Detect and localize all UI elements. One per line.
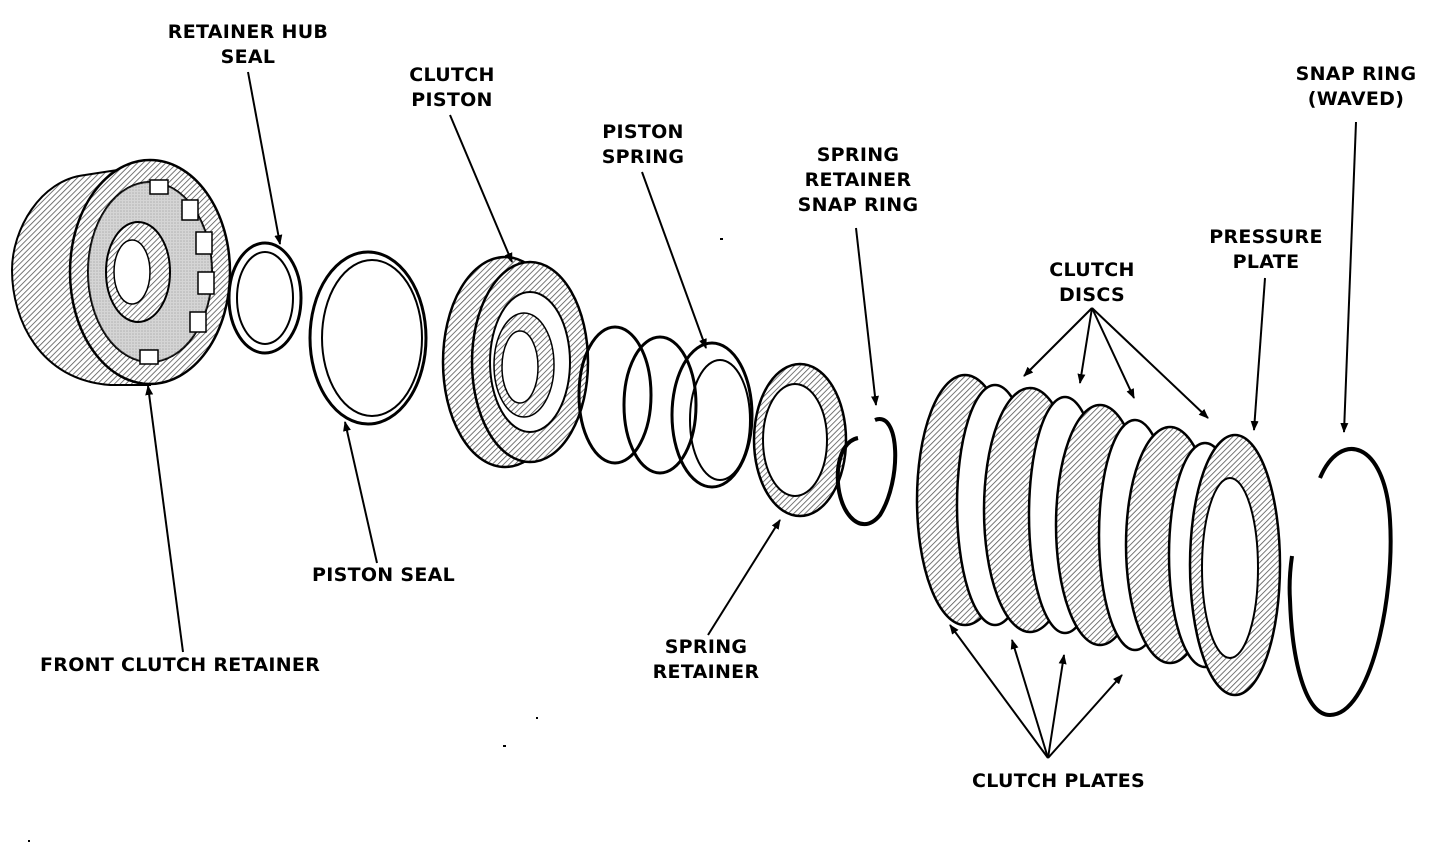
label-front-clutch-retainer: FRONT CLUTCH RETAINER (40, 654, 321, 676)
label-snap-ring-waved-line2: (WAVED) (1307, 88, 1405, 110)
label-spring-retainer-line2: RETAINER (652, 661, 760, 683)
label-spring-retainer-line1: SPRING (664, 636, 748, 658)
front-clutch-retainer-part (10, 158, 232, 386)
waved-snap-ring-part (1287, 447, 1393, 718)
label-retainer-hub-seal-line2: SEAL (220, 46, 276, 68)
label-clutch-piston: CLUTCH PISTON (392, 63, 512, 113)
piston-spring-part (577, 325, 754, 489)
label-clutch-discs-line1: CLUTCH (1049, 259, 1135, 281)
label-pressure-plate: PRESSURE PLATE (1196, 225, 1336, 275)
spring-retainer-snap-ring-part (835, 417, 898, 527)
label-snap-ring-waved-line1: SNAP RING (1295, 63, 1417, 85)
leader-arrows (145, 71, 1357, 759)
label-spring-retainer-snap-ring-line2: RETAINER (804, 169, 912, 191)
clutch-pack-part (915, 373, 1282, 697)
label-snap-ring-waved: SNAP RING (WAVED) (1276, 62, 1436, 112)
label-spring-retainer: SPRING RETAINER (636, 635, 776, 685)
label-pressure-plate-line1: PRESSURE (1209, 226, 1323, 248)
piston-seal-part (308, 250, 428, 426)
spring-retainer-part (752, 362, 848, 518)
label-piston-seal: PISTON SEAL (312, 564, 456, 586)
label-clutch-piston-line1: CLUTCH (409, 64, 495, 86)
label-clutch-discs: CLUTCH DISCS (1032, 258, 1152, 308)
clutch-piston-part (441, 255, 590, 469)
label-retainer-hub-seal-line1: RETAINER HUB (167, 21, 329, 43)
retainer-hub-seal-part (227, 241, 303, 355)
label-retainer-hub-seal: RETAINER HUB SEAL (160, 20, 336, 70)
label-pressure-plate-line2: PLATE (1232, 251, 1300, 273)
label-clutch-piston-line2: PISTON (411, 89, 493, 111)
label-piston-spring: PISTON SPRING (583, 120, 703, 170)
label-clutch-plates: CLUTCH PLATES (972, 770, 1146, 792)
label-piston-spring-line1: PISTON (602, 121, 684, 143)
stray-specks (28, 238, 723, 842)
label-clutch-discs-line2: DISCS (1058, 284, 1125, 306)
label-spring-retainer-snap-ring-line1: SPRING (816, 144, 900, 166)
label-spring-retainer-snap-ring: SPRING RETAINER SNAP RING (790, 143, 926, 218)
label-piston-spring-line2: SPRING (601, 146, 685, 168)
label-spring-retainer-snap-ring-line3: SNAP RING (797, 194, 919, 216)
